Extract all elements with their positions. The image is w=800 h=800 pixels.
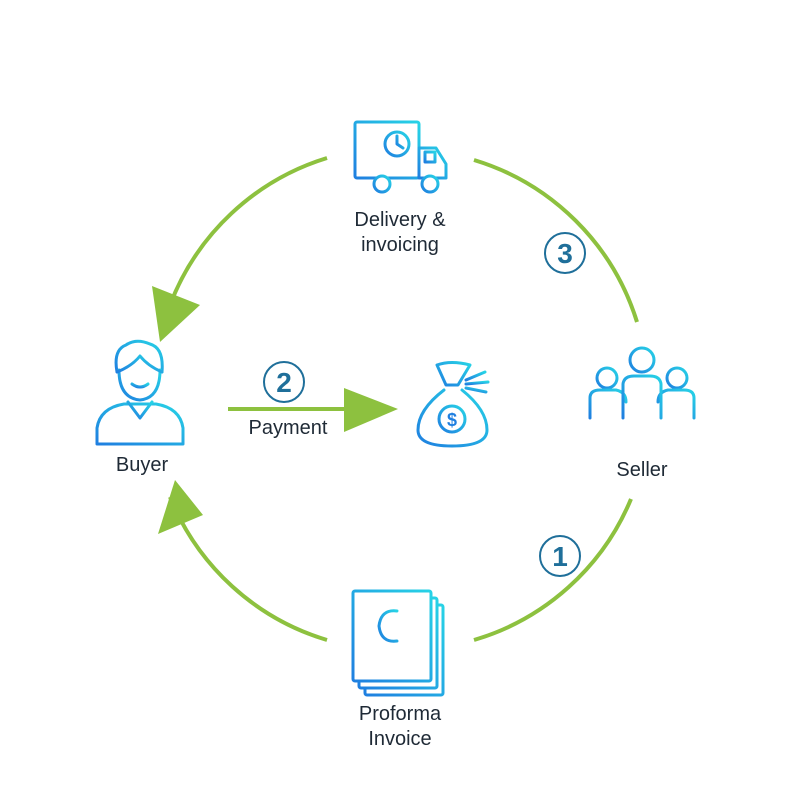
euro-invoice-documents-icon xyxy=(351,589,445,697)
step-3-marker: 3 xyxy=(544,232,586,274)
arrowhead-to-buyer-top xyxy=(152,286,200,342)
money-bag-icon: $ xyxy=(416,361,490,448)
step-3-circle xyxy=(544,232,586,274)
arc-delivery-to-buyer xyxy=(168,156,328,306)
delivery-label-line1: Delivery & xyxy=(354,209,446,231)
payment-label: Payment xyxy=(249,417,328,439)
payment-arrowhead xyxy=(344,388,398,432)
buyer-label: Buyer xyxy=(116,454,169,476)
proforma-label-line1: Proforma xyxy=(359,703,442,725)
step-2-marker: 2 xyxy=(263,361,305,403)
delivery-label-line2: invoicing xyxy=(361,234,439,256)
seller-label: Seller xyxy=(616,459,667,481)
step-2-circle xyxy=(263,361,305,403)
arrow-heads xyxy=(152,286,398,534)
arrowhead-to-buyer-bottom xyxy=(158,480,203,534)
proforma-label-line2: Invoice xyxy=(368,728,431,750)
arc-seller-to-proforma xyxy=(473,498,633,642)
step-1-marker: 1 xyxy=(539,535,581,577)
seller-group-icon xyxy=(588,346,696,454)
step-3-number: 3 xyxy=(557,238,573,269)
delivery-truck-icon xyxy=(346,120,448,194)
buyer-person-icon xyxy=(95,339,185,446)
svg-text:$: $ xyxy=(447,410,457,430)
step-1-number: 1 xyxy=(552,541,568,572)
step-2-number: 2 xyxy=(276,367,292,398)
step-1-circle xyxy=(539,535,581,577)
arc-seller-to-delivery xyxy=(473,158,639,323)
